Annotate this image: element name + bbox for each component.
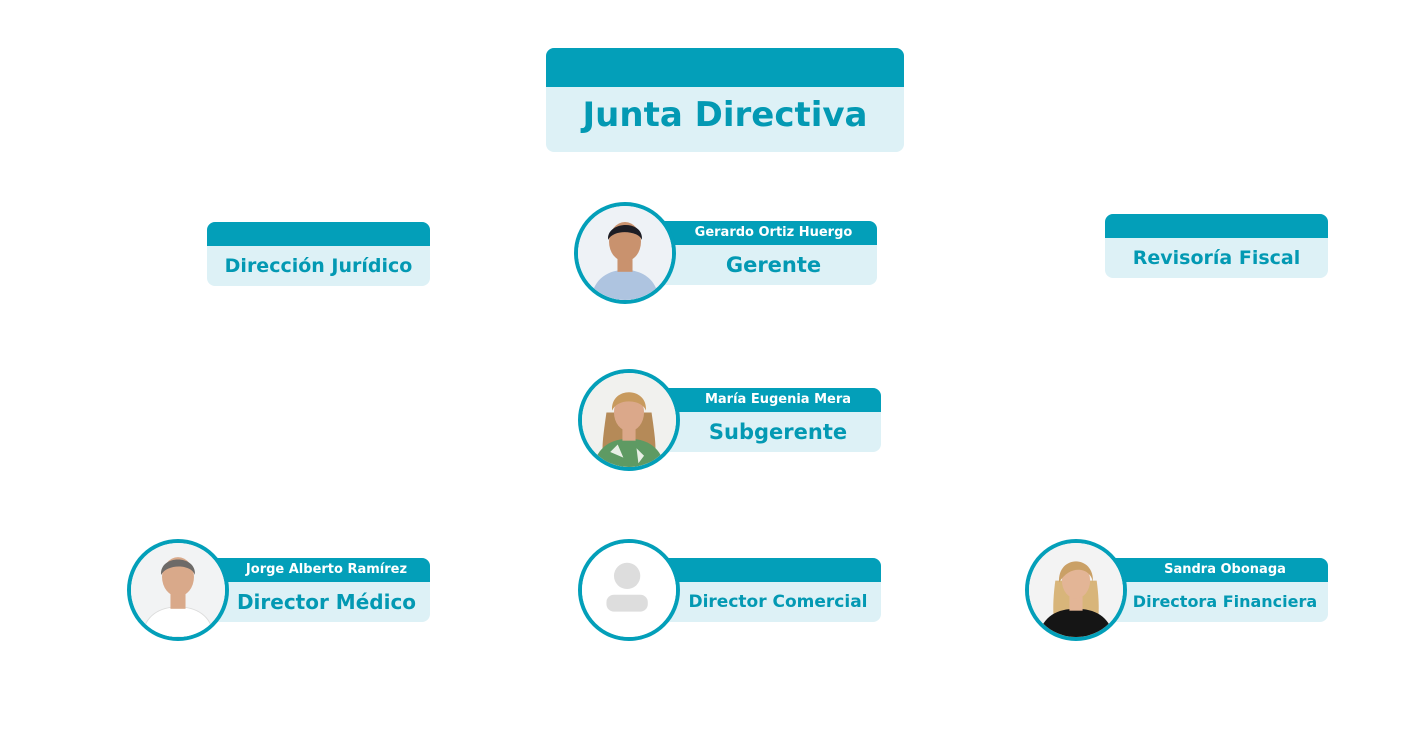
junta-directiva-title: Junta Directiva (582, 95, 868, 135)
junta-directiva-box: Junta Directiva (546, 48, 904, 152)
subgerente-photo (578, 369, 680, 471)
directora-financiera-photo (1025, 539, 1127, 641)
user-placeholder-icon (582, 543, 676, 637)
direccion-juridico-title: Dirección Jurídico (224, 255, 413, 277)
directora-financiera-title: Directora Financiera (1132, 592, 1318, 611)
revisoria-fiscal-band (1105, 214, 1328, 238)
directora-financiera-box: Sandra Obonaga Directora Financiera (1092, 558, 1328, 622)
person-photo-icon (1029, 543, 1123, 637)
person-photo-icon (131, 543, 225, 637)
gerente-photo (574, 202, 676, 304)
subgerente-title: Subgerente (708, 420, 848, 444)
subgerente-name: María Eugenia Mera (645, 388, 881, 412)
directora-financiera-name: Sandra Obonaga (1092, 558, 1328, 582)
director-comercial-name (645, 558, 881, 582)
direccion-juridico-band (207, 222, 430, 246)
subgerente-box: María Eugenia Mera Subgerente (645, 388, 881, 452)
director-medico-title: Director Médico (236, 590, 417, 614)
person-photo-icon (578, 206, 672, 300)
director-medico-name: Jorge Alberto Ramírez (193, 558, 430, 582)
direccion-juridico-box: Dirección Jurídico (207, 222, 430, 286)
director-medico-photo (127, 539, 229, 641)
revisoria-fiscal-box: Revisoría Fiscal (1105, 214, 1328, 278)
gerente-title: Gerente (725, 253, 822, 277)
gerente-name: Gerardo Ortiz Huergo (640, 221, 877, 245)
director-comercial-photo (578, 539, 680, 641)
gerente-box: Gerardo Ortiz Huergo Gerente (640, 221, 877, 285)
director-medico-box: Jorge Alberto Ramírez Director Médico (193, 558, 430, 622)
person-photo-icon (582, 373, 676, 467)
revisoria-fiscal-title: Revisoría Fiscal (1132, 247, 1301, 269)
director-comercial-title: Director Comercial (688, 592, 868, 612)
junta-directiva-band (546, 48, 904, 87)
director-comercial-box: Director Comercial (645, 558, 881, 622)
